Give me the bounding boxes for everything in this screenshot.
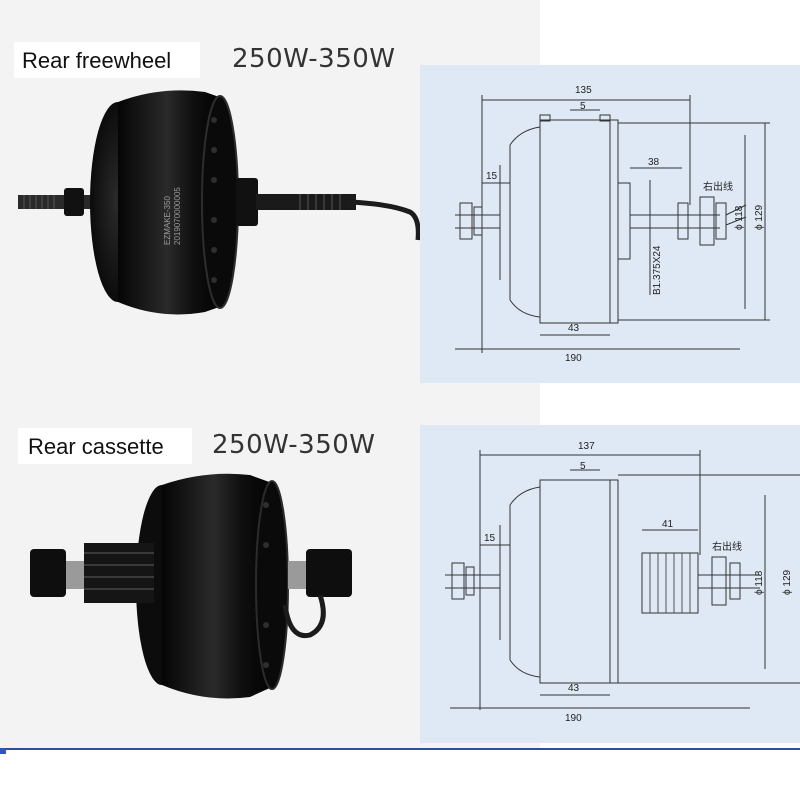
dim-5: 5 (580, 461, 586, 472)
dim-41: 41 (662, 519, 674, 530)
dim-dia-118: ϕ 118 (754, 570, 765, 595)
dim-137: 137 (578, 441, 595, 452)
freewheel-dimension-drawing: 135 5 15 38 43 190 右出线 ϕ 118 ϕ 129 B1.37… (455, 85, 770, 364)
cable-label: 右出线 (703, 180, 733, 193)
dim-43: 43 (568, 683, 580, 694)
dim-15: 15 (484, 533, 496, 544)
top-technical-drawing: 135 5 15 38 43 190 右出线 ϕ 118 ϕ 129 B1.37… (420, 65, 800, 383)
dim-dia-129: ϕ 129 (782, 569, 793, 595)
thread-spec: B1.375X24 (652, 245, 663, 295)
bottom-divider (0, 748, 800, 750)
dim-190: 190 (565, 713, 582, 724)
dim-43: 43 (568, 323, 580, 334)
bottom-technical-drawing: 137 5 15 41 43 190 右出线 ϕ 118 ϕ 129 (420, 425, 800, 743)
cassette-hub-motor-image (30, 473, 352, 699)
cable-label: 右出线 (712, 540, 742, 553)
top-power-rating: 250W-350W (232, 44, 396, 74)
bottom-title-label (18, 428, 192, 464)
dim-dia-118: ϕ 118 (734, 205, 745, 230)
dim-38: 38 (648, 157, 660, 168)
bottom-title: Rear cassette (28, 434, 164, 459)
dim-135: 135 (575, 85, 592, 96)
dim-15: 15 (486, 171, 498, 182)
freewheel-hub-motor-image: EZMAKE-350 2019070000005 (18, 90, 421, 315)
motor-marking-1: EZMAKE-350 (163, 196, 172, 245)
top-title-label (14, 42, 200, 78)
dim-190: 190 (565, 353, 582, 364)
top-title: Rear freewheel (22, 48, 172, 73)
bottom-power-rating: 250W-350W (212, 430, 376, 460)
cassette-dimension-drawing: 137 5 15 41 43 190 右出线 ϕ 118 ϕ 129 (445, 441, 800, 724)
motor-marking-2: 2019070000005 (173, 187, 182, 245)
dim-5: 5 (580, 101, 586, 112)
dim-dia-129: ϕ 129 (754, 204, 765, 230)
corner-icon (0, 748, 6, 754)
